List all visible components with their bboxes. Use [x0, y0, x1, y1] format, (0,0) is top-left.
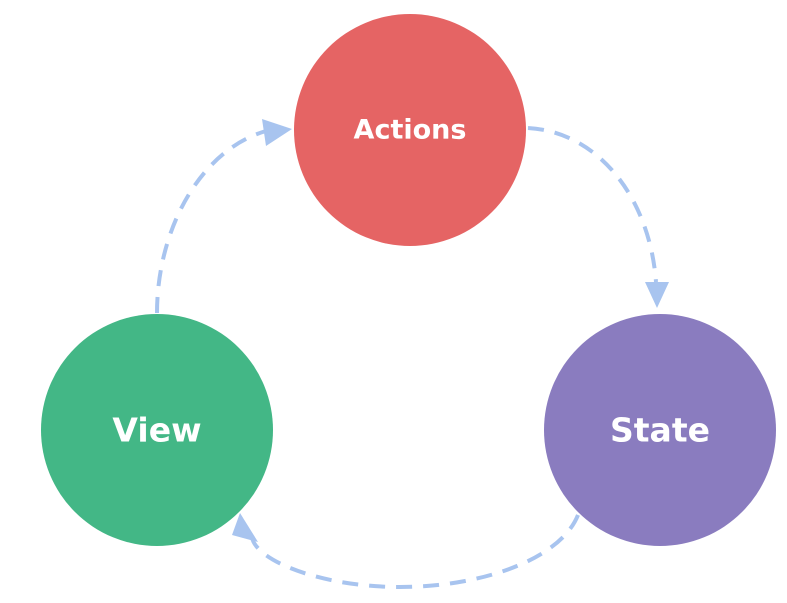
node-actions: Actions	[294, 14, 526, 246]
node-state: State	[544, 314, 776, 546]
arrow-actions-to-state	[527, 126, 658, 283]
node-view: View	[41, 314, 273, 546]
arrow-view-to-actions	[155, 129, 267, 314]
arrowhead-state-to-view	[232, 513, 258, 542]
flow-arrows	[155, 119, 669, 590]
node-view-label: View	[112, 411, 201, 450]
node-actions-label: Actions	[354, 115, 467, 146]
node-state-label: State	[610, 411, 710, 450]
node-view-circle	[41, 314, 273, 546]
node-actions-circle	[294, 14, 526, 246]
arrow-state-to-view	[250, 514, 580, 590]
arrowhead-actions-to-state	[645, 282, 669, 308]
node-state-circle	[544, 314, 776, 546]
arrowhead-view-to-actions	[262, 119, 292, 146]
